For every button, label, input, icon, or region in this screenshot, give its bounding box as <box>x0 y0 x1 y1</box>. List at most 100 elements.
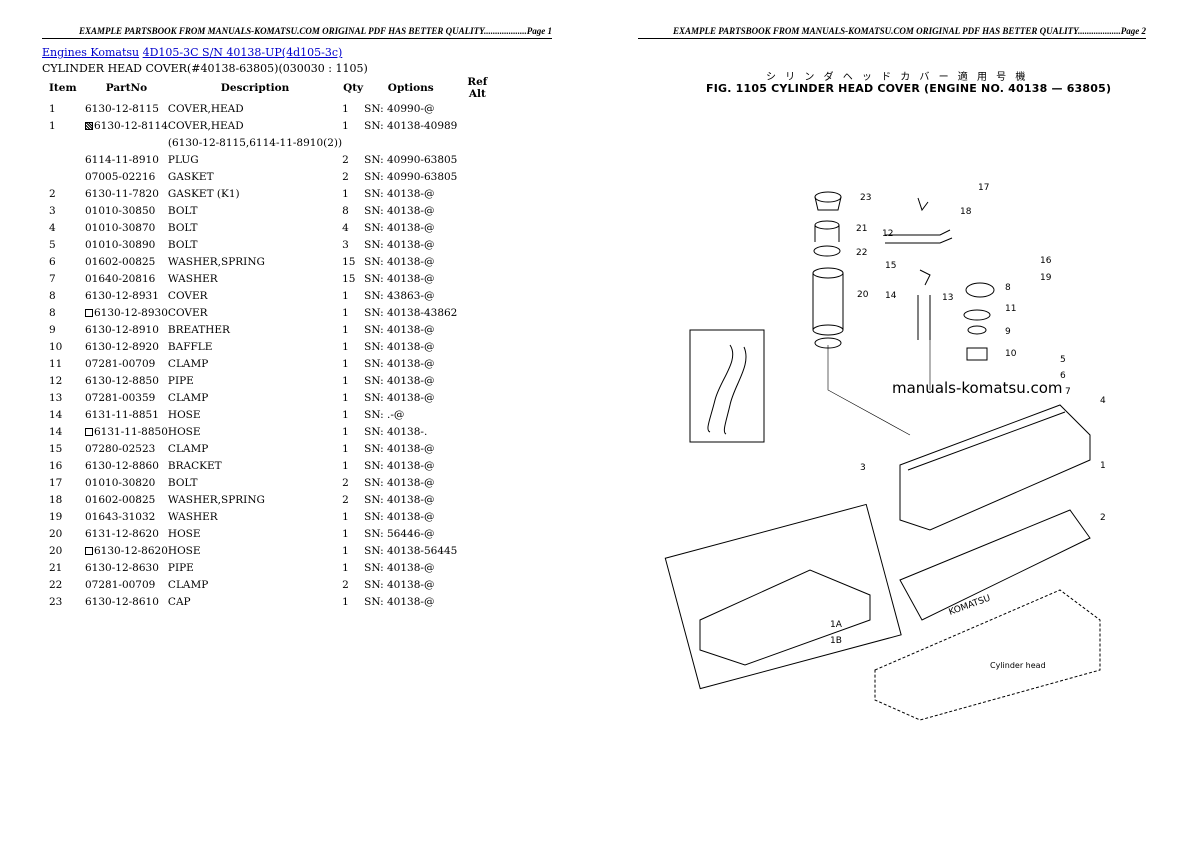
cell-partno-text: 01602-00825 <box>85 493 156 506</box>
callout-number: 1A <box>830 620 843 630</box>
cell-description-text: WASHER,SPRING <box>167 493 265 506</box>
cell-refalt <box>457 270 497 287</box>
cell-qty: 1 <box>342 338 364 355</box>
cell-item-text: 1 <box>49 119 56 132</box>
cell-refalt <box>457 236 497 253</box>
cell-description: CLAMP <box>168 440 342 457</box>
page-header-left: EXAMPLE PARTSBOOK FROM MANUALS-KOMATSU.C… <box>42 26 552 39</box>
cell-item-text: 22 <box>49 578 63 591</box>
cell-refalt <box>457 474 497 491</box>
cap-body <box>814 196 842 211</box>
cell-description-text: HOSE <box>167 425 201 438</box>
cylinder-head-label: Cylinder head <box>990 661 1046 670</box>
cell-description-text: HOSE <box>167 527 201 540</box>
cell-partno: 6130-12-8850 <box>85 372 168 389</box>
cell-qty: 4 <box>342 219 364 236</box>
callout-number: 11 <box>1005 304 1016 314</box>
cell-refalt <box>457 542 497 559</box>
cell-partno-text: 07281-00359 <box>85 391 156 404</box>
cell-description: HOSE <box>168 525 342 542</box>
cell-item-text: 8 <box>49 306 56 319</box>
cell-description: BREATHER <box>168 321 342 338</box>
cell-qty: 1 <box>342 287 364 304</box>
cell-options-text: SN: 40138-@ <box>364 187 435 200</box>
cell-item-text: 6 <box>49 255 56 268</box>
cell-options: SN: 40138-@ <box>364 236 457 253</box>
breadcrumb-link-model[interactable]: 4D105-3C S/N 40138-UP(4d105-3c) <box>142 46 343 59</box>
inset-head-cover <box>699 569 871 666</box>
cell-refalt <box>457 508 497 525</box>
breather-cover-8 <box>965 282 995 298</box>
cell-refalt <box>457 338 497 355</box>
cell-options-text: SN: 40138-@ <box>364 510 435 523</box>
cell-options-text: SN: 40138-@ <box>364 578 435 591</box>
cell-options-text: SN: 40138-@ <box>364 204 435 217</box>
cell-partno-text: 6130-11-7820 <box>85 187 159 200</box>
cell-qty: 1 <box>342 542 364 559</box>
reference-mark-icon <box>85 427 93 436</box>
cell-partno-text: 6131-11-8851 <box>85 408 159 421</box>
cell-partno-text: 6130-12-8620 <box>94 544 168 557</box>
cell-qty: 8 <box>342 202 364 219</box>
cell-options: SN: 40138-@ <box>364 559 457 576</box>
cell-item: 15 <box>42 440 85 457</box>
cylinder-head <box>874 589 1101 721</box>
cell-options-text: SN: 40138-@ <box>364 595 435 608</box>
cell-item: 14 <box>42 423 85 440</box>
cell-options: SN: 40138-@ <box>364 338 457 355</box>
breadcrumb-link-engines[interactable]: Engines Komatsu <box>42 46 140 59</box>
cell-partno: 6130-12-8630 <box>85 559 168 576</box>
cell-partno-text: 6130-12-8115 <box>85 102 159 115</box>
cell-partno-text: 01010-30850 <box>85 204 156 217</box>
watermark-text: manuals-komatsu.com <box>892 379 1063 397</box>
callout-number: 17 <box>978 183 989 193</box>
cell-item-text: 20 <box>49 544 63 557</box>
cell-item: 7 <box>42 270 85 287</box>
cell-partno: 01010-30850 <box>85 202 168 219</box>
cell-partno-text: 07281-00709 <box>85 578 156 591</box>
cell-item-text: 4 <box>49 221 56 234</box>
cell-options-text: SN: 40138-@ <box>364 476 435 489</box>
page-subtitle: CYLINDER HEAD COVER(#40138-63805)(030030… <box>42 62 368 75</box>
cell-item <box>42 134 85 151</box>
cell-options: SN: 40138-. <box>364 423 457 440</box>
figure-japanese-title: シ リ ン ダ ヘ ッ ド カ バ ー 適 用 号 機 <box>766 72 1029 83</box>
cell-partno-text: 07281-00709 <box>85 357 156 370</box>
cell-partno: 6130-12-8920 <box>85 338 168 355</box>
cell-refalt <box>457 100 497 117</box>
cell-qty: 2 <box>342 491 364 508</box>
cell-item-text: 5 <box>49 238 56 251</box>
cell-qty-text: 1 <box>342 391 349 404</box>
cell-partno: 6130-12-8930 <box>85 304 168 321</box>
callout-number: 2 <box>1100 513 1106 523</box>
cover-inset-box <box>664 503 902 690</box>
cell-description-text: COVER,HEAD <box>167 102 244 115</box>
cell-qty: 1 <box>342 372 364 389</box>
cell-qty-text: 1 <box>342 408 349 421</box>
cell-qty: 1 <box>342 525 364 542</box>
cell-description-text: BAFFLE <box>167 340 213 353</box>
cell-description: CLAMP <box>168 355 342 372</box>
callout-number: 7 <box>1065 387 1071 397</box>
cell-description: HOSE <box>168 423 342 440</box>
cell-qty-text: 2 <box>342 578 349 591</box>
cell-refalt <box>457 253 497 270</box>
cell-partno: 6130-12-8860 <box>85 457 168 474</box>
cell-options-text: SN: 43863-@ <box>364 289 435 302</box>
cell-item: 18 <box>42 491 85 508</box>
cell-qty-text: 15 <box>342 272 356 285</box>
cell-qty: 1 <box>342 593 364 610</box>
cell-partno-text: 01640-20816 <box>85 272 156 285</box>
cell-item: 12 <box>42 372 85 389</box>
baffle-10 <box>966 347 988 361</box>
head-cover-ridge <box>907 411 1066 471</box>
cell-qty-text: 1 <box>342 323 349 336</box>
